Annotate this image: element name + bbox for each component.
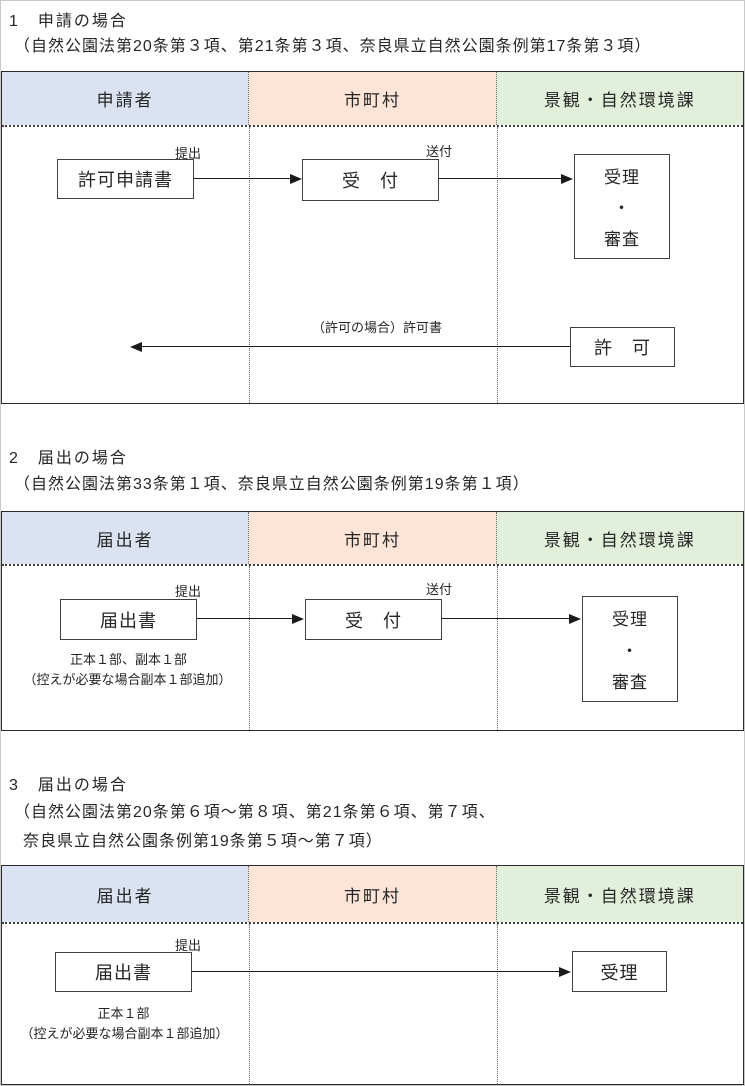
- copies-note-line1: 正本１部、副本１部: [69, 652, 187, 667]
- lane-divider: [249, 924, 250, 1084]
- column-header-municipality: 市町村: [248, 72, 496, 125]
- notification-form-box: 届出書: [55, 952, 192, 992]
- column-header-municipality: 市町村: [248, 866, 496, 922]
- permit-application-box: 許可申請書: [57, 159, 194, 199]
- column-header-notifier: 届出者: [2, 866, 249, 922]
- submit-arrowhead: [292, 614, 304, 624]
- column-header-notifier: 届出者: [2, 512, 249, 564]
- send-arrow-line: [442, 618, 570, 619]
- acceptance-review-line1: 受理: [604, 168, 640, 187]
- acceptance-review-line1: 受理: [612, 610, 648, 629]
- section2-title: 2 届出の場合: [9, 450, 128, 467]
- reception-box: 受 付: [302, 159, 439, 201]
- column-header-municipality: 市町村: [248, 512, 496, 564]
- submit-arrow-line: [197, 618, 294, 619]
- submit-arrowhead: [559, 967, 571, 977]
- send-label: 送付: [426, 144, 453, 159]
- section2-table-header: 届出者 市町村 景観・自然環境課: [2, 512, 743, 566]
- lane-divider: [497, 566, 498, 730]
- section1-title: 1 申請の場合: [9, 13, 128, 30]
- section3-law-reference-line1: （自然公園法第20条第６項～第８項、第21条第６項、第７項、: [14, 804, 496, 821]
- lane-divider: [497, 127, 498, 403]
- acceptance-box: 受理: [572, 951, 667, 992]
- acceptance-review-box: 受理 ・ 審査: [574, 154, 670, 259]
- send-label: 送付: [426, 582, 453, 597]
- column-header-environment-division: 景観・自然環境課: [495, 72, 743, 125]
- section3-table-header: 届出者 市町村 景観・自然環境課: [2, 866, 743, 924]
- send-arrow-line: [439, 178, 562, 179]
- permit-return-arrow-line: [141, 346, 570, 347]
- send-arrowhead: [569, 614, 581, 624]
- section3-table-body: 提出 届出書 受理 正本１部 （控えが必要な場合副本１部追加）: [2, 924, 743, 1084]
- acceptance-review-line3: 審査: [604, 230, 640, 249]
- permit-return-arrowhead: [130, 342, 142, 352]
- submit-arrowhead: [290, 174, 302, 184]
- section1-table-header: 申請者 市町村 景観・自然環境課: [2, 72, 743, 127]
- section2-law-reference: （自然公園法第33条第１項、奈良県立自然公園条例第19条第１項）: [14, 476, 530, 493]
- lane-divider: [249, 566, 250, 730]
- section2-flow-table: 届出者 市町村 景観・自然環境課 提出 届出書 受 付 送付 受理 ・ 審査 正…: [1, 511, 744, 731]
- column-header-applicant: 申請者: [2, 72, 249, 125]
- submit-label: 提出: [175, 146, 202, 161]
- acceptance-review-box: 受理 ・ 審査: [582, 596, 678, 702]
- section1-table-body: 提出 許可申請書 受 付 送付 受理 ・ 審査 （許可の場合）許可書 許 可: [2, 127, 743, 403]
- section3-law-reference-line2: 奈良県立自然公園条例第19条第５項～第７項）: [23, 833, 383, 850]
- submit-arrow-line: [192, 971, 560, 972]
- copies-note-line2: （控えが必要な場合副本１部追加）: [23, 672, 232, 687]
- permit-issue-label: （許可の場合）許可書: [311, 320, 442, 335]
- notification-form-box: 届出書: [60, 599, 197, 640]
- section1-law-reference: （自然公園法第20条第３項、第21条第３項、奈良県立自然公園条例第17条第３項）: [14, 38, 652, 55]
- lane-divider: [497, 924, 498, 1084]
- acceptance-review-line3: 審査: [612, 673, 648, 692]
- submit-label: 提出: [175, 938, 202, 953]
- section3-flow-table: 届出者 市町村 景観・自然環境課 提出 届出書 受理 正本１部 （控えが必要な場…: [1, 865, 744, 1085]
- section2-table-body: 提出 届出書 受 付 送付 受理 ・ 審査 正本１部、副本１部 （控えが必要な場…: [2, 566, 743, 730]
- submit-arrow-line: [194, 178, 292, 179]
- send-arrowhead: [561, 174, 573, 184]
- reception-box: 受 付: [305, 599, 442, 640]
- copies-note-line2: （控えが必要な場合副本１部追加）: [20, 1026, 229, 1041]
- acceptance-review-line2: ・: [621, 641, 639, 661]
- column-header-environment-division: 景観・自然環境課: [495, 512, 743, 564]
- submit-label: 提出: [175, 584, 202, 599]
- column-header-environment-division: 景観・自然環境課: [495, 866, 743, 922]
- lane-divider: [249, 127, 250, 403]
- section1-flow-table: 申請者 市町村 景観・自然環境課 提出 許可申請書 受 付 送付 受理 ・ 審査…: [1, 71, 744, 404]
- copies-note-line1: 正本１部: [97, 1006, 150, 1021]
- permission-box: 許 可: [570, 327, 675, 367]
- acceptance-review-line2: ・: [613, 199, 631, 218]
- section3-title: 3 届出の場合: [9, 777, 128, 794]
